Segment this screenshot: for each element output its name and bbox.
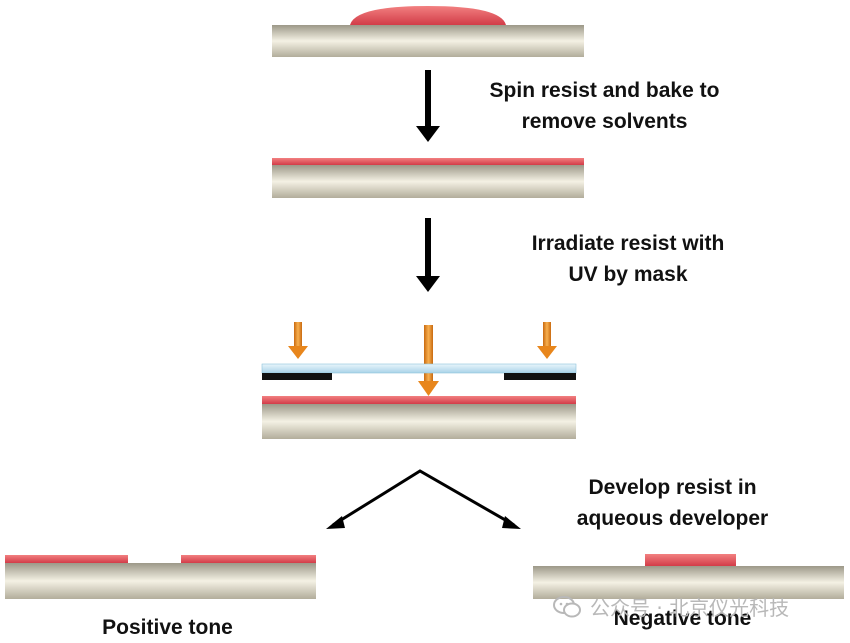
substrate-1 [272,25,584,57]
stage-negative-tone [533,554,844,599]
stage-coated-substrate [272,158,584,198]
spin-step-label: Spin resist and bake to remove solvents [489,79,720,133]
positive-resist-left [5,555,128,563]
wechat-icon [553,595,581,617]
uv-arrow-center-icon [418,325,439,396]
mask-chrome-right [504,373,576,380]
stage-exposure [261,322,577,439]
mask-chrome-left [262,373,332,380]
resist-layer-2 [272,158,584,165]
negative-tone-label: Negative tone [613,607,752,630]
mask-glass [261,363,577,374]
process-arrow-1 [416,70,440,142]
stage-resist-drop [272,6,584,57]
resist-drop [350,6,506,25]
stage-positive-tone [5,555,316,599]
substrate-negative [533,566,844,599]
positive-resist-right [181,555,316,563]
uv-arrow-left-icon [288,322,308,359]
substrate-3 [262,404,576,439]
uv-arrow-right-icon [537,322,557,359]
negative-resist-island [645,554,736,566]
irradiate-step-label: Irradiate resist with UV by mask [531,232,725,286]
develop-step-label: Develop resist in aqueous developer [576,476,769,530]
resist-layer-3 [262,396,576,404]
positive-tone-label: Positive tone [102,616,233,639]
substrate-positive [5,563,316,599]
watermark-text: 公众号 · 北京仪光科技 [590,596,790,620]
watermark: 公众号 · 北京仪光科技 [552,592,789,621]
develop-branch-arrows [326,469,521,529]
process-arrow-2 [416,218,440,292]
substrate-2 [272,165,584,198]
